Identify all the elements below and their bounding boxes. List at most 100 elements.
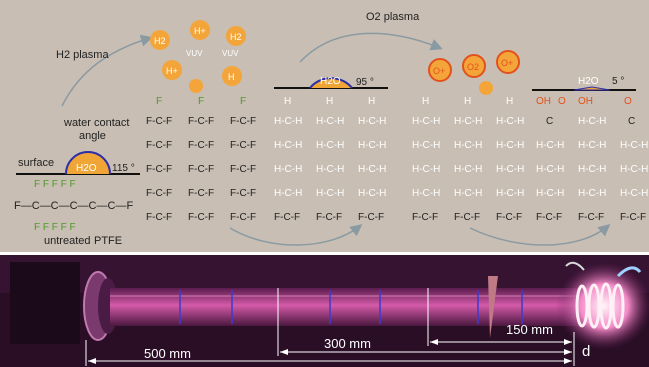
dimension-300: 300 mm	[277, 288, 572, 356]
angle-95-label: 95 °	[356, 77, 374, 88]
o-chain-column-2: H-C-H H-C-H H-C-H H-C-H F-C-F	[454, 116, 482, 223]
chain-row: F-C-F	[188, 164, 214, 175]
chain-column-1: F-C-F F-C-F F-C-F F-C-F F-C-F	[146, 116, 172, 223]
chain-row: F-C-F	[230, 140, 256, 151]
h-plus-2-label: H+	[166, 66, 178, 76]
o-plus-2	[496, 50, 520, 74]
angle-115-label: 115 °	[112, 163, 135, 174]
chain-row: F-C-F	[412, 212, 438, 223]
chain-row: H-C-H	[274, 164, 302, 175]
oxygen-species-group: O+ O2 O+	[428, 50, 520, 95]
coil-glow	[556, 262, 649, 350]
dim-300-left-arrow	[280, 349, 288, 355]
chain-row: H-C-H	[274, 116, 302, 127]
chain-row: F-C-F	[358, 212, 384, 223]
chain-row: H-C-H	[536, 140, 564, 151]
chain-row: H-C-H	[454, 188, 482, 199]
arrow-lower-2	[469, 224, 611, 246]
fluorinated-chains: F F F F-C-F F-C-F F-C-F F-C-F F-C-F F-C-…	[146, 96, 256, 223]
dim-150-left-arrow	[430, 339, 438, 345]
chain-row: F-C-F	[146, 164, 172, 175]
arrow-lower-1	[229, 224, 363, 246]
chain-column-3: F-C-F F-C-F F-C-F F-C-F F-C-F	[230, 116, 256, 223]
svg-text:H: H	[284, 96, 291, 107]
o-chain-column-1: H-C-H H-C-H H-C-H H-C-H F-C-F	[412, 116, 440, 223]
o2-treated-surface: H2O 5 °	[532, 76, 636, 91]
h2-molecule-1	[150, 30, 170, 50]
water-droplet-untreated	[65, 151, 111, 175]
dimension-150: 150 mm	[427, 288, 572, 346]
dim-150-label: 150 mm	[506, 322, 553, 337]
chain-row: H-C-H	[496, 116, 524, 127]
chain-row: H-C-H	[274, 188, 302, 199]
chain-row: H-C-H	[578, 116, 606, 127]
h2-molecule-1-label: H2	[154, 36, 166, 46]
h2-molecule-2-label: H2	[230, 32, 242, 42]
ptfe-label: PTFE	[94, 235, 122, 247]
chain-row: H-C-H	[536, 164, 564, 175]
chain-row: H-C-H	[358, 140, 386, 151]
water-droplet-o2	[573, 86, 611, 91]
chain-row: F-C-F	[146, 212, 172, 223]
glass-tube	[110, 288, 580, 326]
chain-column-2: F-C-F F-C-F F-C-F F-C-F F-C-F	[188, 116, 214, 223]
chain-row: C	[546, 116, 553, 127]
svg-text:H: H	[464, 96, 471, 107]
chain-row: F-C-F	[188, 212, 214, 223]
chain-row: F-C-F	[454, 212, 480, 223]
chain-row: H-C-H	[536, 188, 564, 199]
h-chain-column-3: H-C-H H-C-H H-C-H H-C-H F-C-F	[358, 116, 386, 223]
chain-row: H-C-H	[454, 140, 482, 151]
svg-text:H: H	[368, 96, 375, 107]
chain-row: H-C-H	[412, 164, 440, 175]
h-chain-column-1: H-C-H H-C-H H-C-H H-C-H F-C-F	[274, 116, 302, 223]
ox-chain-column-1: C H-C-H H-C-H H-C-H F-C-F	[536, 116, 564, 223]
h-chain-column-2: H-C-H H-C-H H-C-H H-C-H F-C-F	[316, 116, 344, 223]
chain-row: H-C-H	[578, 188, 606, 199]
h-plus-1	[190, 20, 210, 40]
chain-row: H-C-H	[620, 164, 648, 175]
chain-row: F-C-F	[188, 116, 214, 127]
chain-row: F-C-F	[146, 116, 172, 127]
svg-text:H: H	[506, 96, 513, 107]
chain-row: F-C-F	[496, 212, 522, 223]
chain-row: H-C-H	[412, 140, 440, 151]
chain-row: H-C-H	[496, 140, 524, 151]
untreated-ptfe-group: water contact angle surface H2O 115 ° F …	[14, 117, 140, 247]
svg-text:H: H	[326, 96, 333, 107]
o-radical	[479, 81, 493, 95]
probe	[488, 276, 498, 338]
chain-row: F-C-F	[230, 164, 256, 175]
arrow-to-h2-plasma	[61, 34, 153, 107]
ox-chain-column-2: H-C-H H-C-H H-C-H H-C-H F-C-F	[578, 116, 606, 223]
chain-row: H-C-H	[454, 164, 482, 175]
top-panel-background	[0, 0, 649, 252]
chain-row: F-C-F	[578, 212, 604, 223]
f-top-3: F	[240, 96, 246, 107]
chain-row: H-C-H	[496, 164, 524, 175]
chain-row: H-C-H	[620, 140, 648, 151]
chain-row: F-C-F	[146, 188, 172, 199]
chain-row: H-C-H	[316, 140, 344, 151]
coil-lead	[616, 266, 642, 278]
chain-row: H-C-H	[454, 116, 482, 127]
droplet-h2o-label-3: H2O	[578, 76, 599, 87]
f-top-1: F	[156, 96, 162, 107]
chain-row: F-C-F	[620, 212, 646, 223]
droplet-h2o-label-2: H2O	[320, 76, 341, 87]
carbonyl-group-2: O	[624, 96, 632, 107]
angle-5-label: 5 °	[612, 76, 624, 87]
h-plus-2	[162, 60, 182, 80]
h-radical-small	[189, 79, 203, 93]
chain-row: F-C-F	[146, 140, 172, 151]
o2-molecule-1-label: O2	[467, 62, 479, 72]
h2-plasma-label: H2 plasma	[56, 49, 109, 61]
dim-300-right-arrow	[564, 349, 572, 355]
arrow-to-o2-plasma	[299, 32, 443, 63]
chain-top-fluorines: F F F F F	[34, 179, 76, 190]
distance-d-label: d	[582, 343, 590, 360]
carbonyl-group-1: O	[558, 96, 566, 107]
chain-bottom-fluorines: F F F F F	[34, 222, 76, 233]
